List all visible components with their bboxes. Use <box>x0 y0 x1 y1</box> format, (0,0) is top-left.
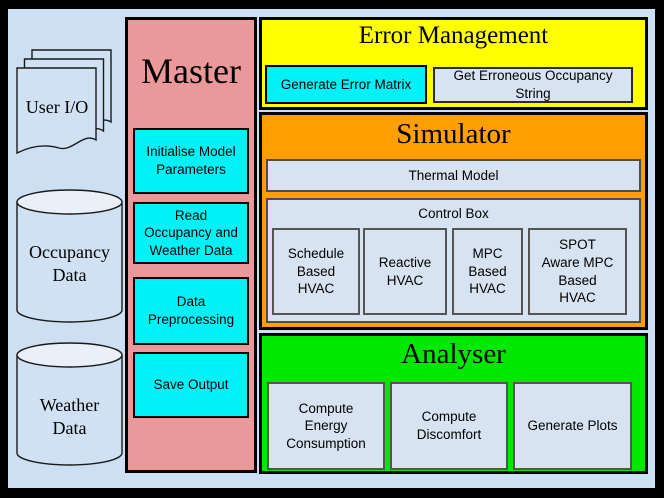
reactive-hvac-box: Reactive HVAC <box>363 228 447 315</box>
weather-data-label: Weather Data <box>39 395 100 439</box>
document-front <box>16 67 97 155</box>
weather-cylinder-top <box>16 342 123 368</box>
master-step-data-preprocessing: Data Preprocessing <box>133 277 249 345</box>
generate-error-matrix-box: Generate Error Matrix <box>265 65 427 104</box>
user-io-label: User I/O <box>25 97 89 117</box>
occupancy-cylinder-body <box>16 201 123 323</box>
simulator-panel: Simulator Thermal Model Control Box Sche… <box>259 112 648 330</box>
schedule-based-hvac-box: Schedule Based HVAC <box>272 228 360 315</box>
error-management-panel: Error Management Generate Error Matrix G… <box>259 17 648 110</box>
analyser-title: Analyser <box>401 338 506 370</box>
control-box-title: Control Box <box>418 206 489 221</box>
error-management-title: Error Management <box>358 22 549 49</box>
occupancy-cylinder-top <box>16 189 123 215</box>
control-box: Control Box Schedule Based HVAC Reactive… <box>266 198 641 323</box>
master-title: Master <box>141 51 241 91</box>
get-erroneous-occupancy-string-box: Get Erroneous Occupancy String <box>433 67 633 103</box>
master-step-read-occupancy-weather-data: Read Occupancy and Weather Data <box>133 202 249 264</box>
compute-energy-consumption-box: Compute Energy Consumption <box>267 382 385 470</box>
generate-plots-box: Generate Plots <box>513 382 632 470</box>
weather-cylinder-body <box>16 354 123 466</box>
simulator-title: Simulator <box>396 118 511 150</box>
compute-discomfort-box: Compute Discomfort <box>390 382 508 470</box>
diagram-canvas: User I/O Occupancy Data Weather Data Mas… <box>8 9 655 488</box>
occupancy-data-label: Occupancy Data <box>29 242 110 286</box>
spot-aware-mpc-based-hvac-box: SPOT Aware MPC Based HVAC <box>528 228 627 315</box>
left-shapes-graphic <box>16 49 123 466</box>
master-step-save-output: Save Output <box>133 352 249 418</box>
mpc-based-hvac-box: MPC Based HVAC <box>452 228 523 315</box>
analyser-panel: Analyser Compute Energy Consumption Comp… <box>259 333 648 474</box>
master-step-initialise-model-parameters: Initialise Model Parameters <box>133 128 249 194</box>
master-panel: Master Initialise Model Parameters Read … <box>125 17 257 473</box>
thermal-model-box: Thermal Model <box>266 159 641 192</box>
